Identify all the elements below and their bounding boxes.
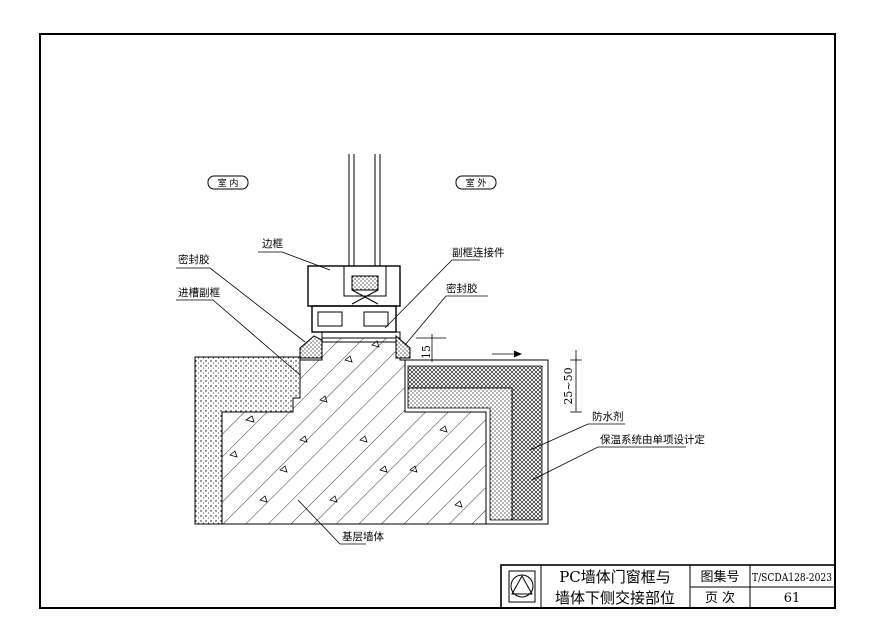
insulation-label: 保温系统由单项设计定 (600, 433, 705, 446)
sealant-left-label: 密封胶 (178, 253, 210, 266)
exterior-layers (404, 359, 549, 525)
outdoor-tag: 室 外 (455, 175, 497, 190)
insulation-dimension (570, 350, 582, 413)
indoor-tag-text: 室 内 (218, 177, 239, 189)
page-label: 页 次 (705, 590, 735, 606)
indoor-tag: 室 内 (207, 175, 249, 190)
leader-lines (176, 251, 686, 545)
groove-subframe-label: 进槽副框 (178, 286, 220, 299)
gap-dimension-text: 15 (420, 345, 433, 359)
title-block (500, 564, 836, 609)
outdoor-tag-text: 室 外 (466, 177, 487, 189)
sealant-right-mark (395, 334, 411, 359)
atlas-value: T/SCDA128-2023 (752, 571, 832, 584)
insulation-dimension-text: 25~50 (562, 367, 575, 404)
title-line2: 墙体下侧交接部位 (555, 589, 675, 607)
atlas-label: 图集号 (700, 569, 739, 585)
waterproof-label: 防水剂 (592, 410, 624, 423)
sealant-left-mark (299, 335, 323, 359)
frame-label: 边框 (262, 237, 283, 250)
subframe-connector-label: 副框连接件 (452, 246, 505, 259)
indoor-plaster (194, 356, 301, 525)
title-line1: PC墙体门窗框与 (559, 568, 671, 586)
sheet-border (39, 33, 836, 609)
gap-dimension (416, 334, 523, 362)
base-wall-label: 基层墙体 (342, 530, 384, 543)
window-frame (307, 154, 401, 343)
page-value: 61 (784, 591, 801, 606)
sealant-right-label: 密封胶 (446, 282, 478, 295)
title-block-logo-icon (508, 570, 536, 603)
